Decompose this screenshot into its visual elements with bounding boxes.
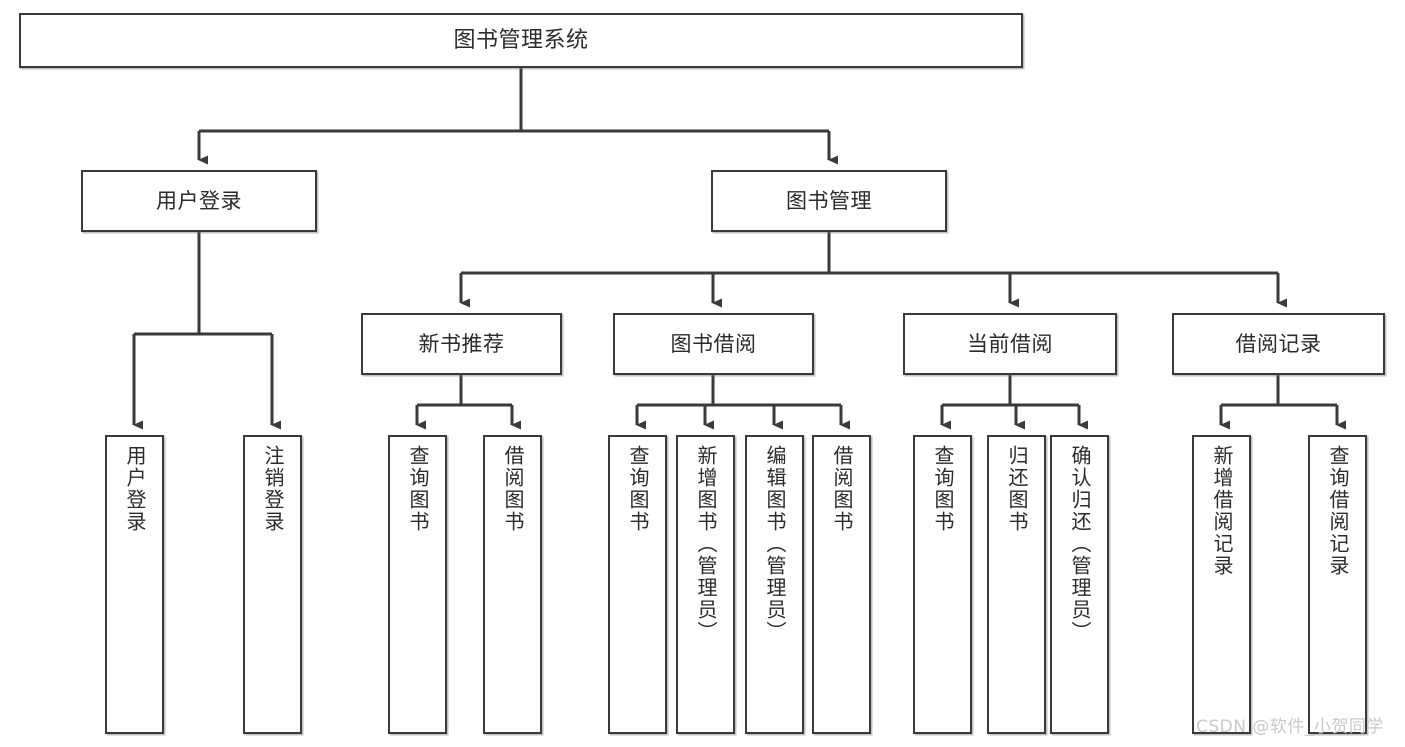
node-leaf-query-book-current[interactable]: 查询图书 bbox=[913, 435, 972, 734]
node-label: 借阅图书 bbox=[830, 445, 854, 533]
node-label: 用户登录 bbox=[156, 188, 242, 213]
node-label: 图书借阅 bbox=[670, 331, 757, 356]
node-label: 归还图书 bbox=[1005, 445, 1029, 533]
node-label: 新书推荐 bbox=[418, 331, 505, 356]
node-leaf-query-borrow-record[interactable]: 查询借阅记录 bbox=[1308, 435, 1367, 734]
node-leaf-add-book-admin[interactable]: 新增图书（管理员） bbox=[676, 435, 735, 734]
node-label: 当前借阅 bbox=[967, 331, 1053, 356]
node-root-book-management-system[interactable]: 图书管理系统 bbox=[19, 13, 1023, 68]
node-label: 借阅记录 bbox=[1235, 331, 1322, 356]
node-leaf-borrow-book-newbook[interactable]: 借阅图书 bbox=[483, 435, 542, 734]
node-leaf-edit-book-admin[interactable]: 编辑图书（管理员） bbox=[745, 435, 804, 734]
node-leaf-user-login[interactable]: 用户登录 bbox=[105, 435, 164, 734]
node-label: 图书管理系统 bbox=[453, 27, 589, 53]
node-borrowing-records[interactable]: 借阅记录 bbox=[1172, 313, 1385, 375]
node-leaf-borrow-book[interactable]: 借阅图书 bbox=[812, 435, 871, 734]
node-label: 新增借阅记录 bbox=[1210, 445, 1234, 577]
node-label: 新增图书（管理员） bbox=[694, 445, 718, 643]
node-leaf-logout[interactable]: 注销登录 bbox=[243, 435, 302, 734]
node-label: 用户登录 bbox=[123, 445, 147, 533]
node-label: 查询图书 bbox=[626, 445, 650, 533]
node-label: 图书管理 bbox=[786, 188, 872, 213]
node-leaf-add-borrow-record[interactable]: 新增借阅记录 bbox=[1192, 435, 1251, 734]
node-leaf-query-book-newbook[interactable]: 查询图书 bbox=[388, 435, 447, 734]
node-label: 查询图书 bbox=[406, 445, 430, 533]
node-label: 编辑图书（管理员） bbox=[763, 445, 787, 643]
node-leaf-return-book[interactable]: 归还图书 bbox=[987, 435, 1046, 734]
node-current-borrowing[interactable]: 当前借阅 bbox=[903, 313, 1117, 375]
node-label: 借阅图书 bbox=[501, 445, 525, 533]
node-leaf-query-book-borrow[interactable]: 查询图书 bbox=[608, 435, 667, 734]
node-label: 确认归还（管理员） bbox=[1068, 445, 1092, 643]
node-book-borrowing[interactable]: 图书借阅 bbox=[613, 313, 814, 375]
node-new-book-recommendation[interactable]: 新书推荐 bbox=[361, 313, 562, 375]
node-book-management[interactable]: 图书管理 bbox=[711, 170, 947, 232]
node-label: 注销登录 bbox=[261, 445, 285, 533]
node-label: 查询借阅记录 bbox=[1326, 445, 1350, 577]
csdn-watermark: CSDN @软件_小贺同学 bbox=[1196, 717, 1384, 737]
node-label: 查询图书 bbox=[931, 445, 955, 533]
node-leaf-confirm-return-admin[interactable]: 确认归还（管理员） bbox=[1050, 435, 1109, 734]
node-user-login[interactable]: 用户登录 bbox=[81, 170, 317, 232]
